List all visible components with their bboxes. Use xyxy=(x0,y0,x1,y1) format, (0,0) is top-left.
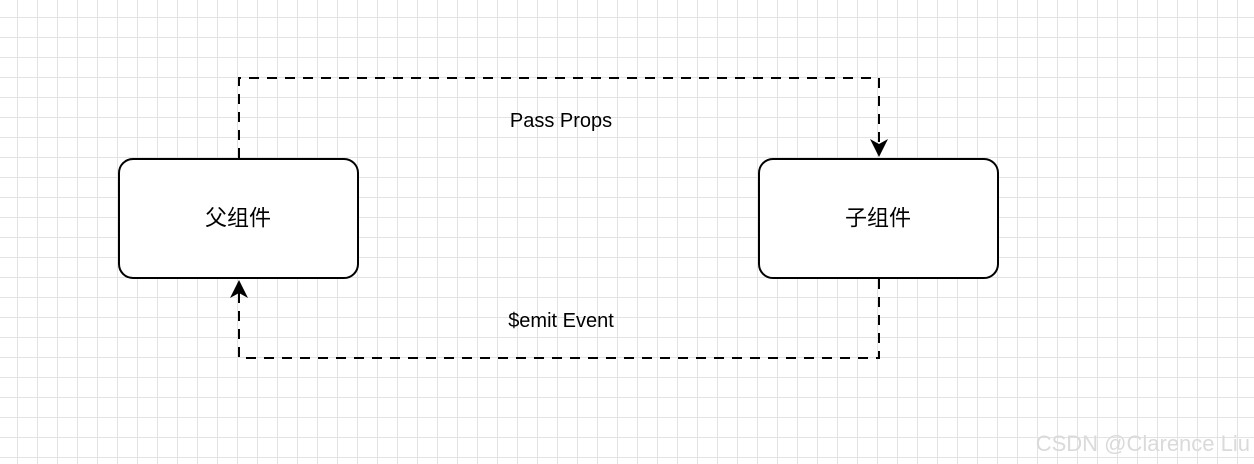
pass-props-connector xyxy=(238,77,888,158)
parent-component-label: 父组件 xyxy=(205,207,271,232)
watermark-text: CSDN @Clarence Liu xyxy=(1035,431,1250,456)
emit-event-connector xyxy=(230,279,880,359)
child-component-node[interactable]: 子组件 xyxy=(758,158,999,279)
parent-component-box[interactable] xyxy=(118,158,359,279)
child-component-box[interactable] xyxy=(758,158,999,279)
pass-props-edge: Pass Props xyxy=(238,77,888,158)
child-component-label: 子组件 xyxy=(845,207,911,232)
emit-event-edge: $emit Event xyxy=(230,279,880,359)
emit-event-label: $emit Event xyxy=(508,310,614,332)
pass-props-label: Pass Props xyxy=(510,110,612,132)
parent-component-node[interactable]: 父组件 xyxy=(118,158,359,279)
